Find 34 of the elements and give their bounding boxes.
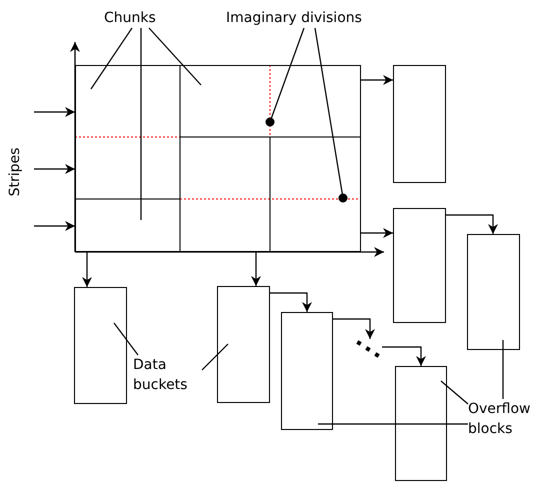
data-bucket-box (217, 286, 270, 403)
data-bucket-box (393, 65, 446, 183)
callout-text: Overflow blocks (468, 400, 532, 439)
leader-line (148, 28, 202, 86)
arrow (361, 75, 393, 85)
leader-line (114, 322, 138, 356)
leader-line (314, 28, 348, 202)
arrow (270, 292, 312, 312)
callout-text: Data buckets (133, 356, 188, 395)
overflow-block-box (281, 312, 333, 430)
overflow-block-box (467, 234, 520, 350)
arrow (446, 214, 498, 234)
leader-line (440, 380, 468, 404)
axis-label: Stripes (6, 146, 24, 198)
data-bucket-box (393, 208, 446, 323)
leader-line (202, 344, 228, 370)
arrow (34, 107, 75, 117)
leader-line (502, 340, 504, 399)
callout-text: Chunks (104, 9, 157, 28)
data-bucket-box (74, 287, 127, 404)
callout-text: Imaginary divisions (226, 9, 363, 28)
arrow (333, 318, 375, 339)
arrow (34, 164, 75, 174)
arrow (382, 346, 426, 366)
overflow-block-box (395, 366, 447, 481)
leader-line (266, 28, 305, 126)
arrow (34, 221, 75, 231)
leader-line (90, 28, 132, 90)
arrow (361, 228, 393, 238)
chunk-grid (75, 65, 361, 252)
leader-line (140, 28, 142, 220)
leader-line (318, 423, 468, 425)
arrow (82, 252, 92, 287)
arrow (251, 252, 261, 286)
